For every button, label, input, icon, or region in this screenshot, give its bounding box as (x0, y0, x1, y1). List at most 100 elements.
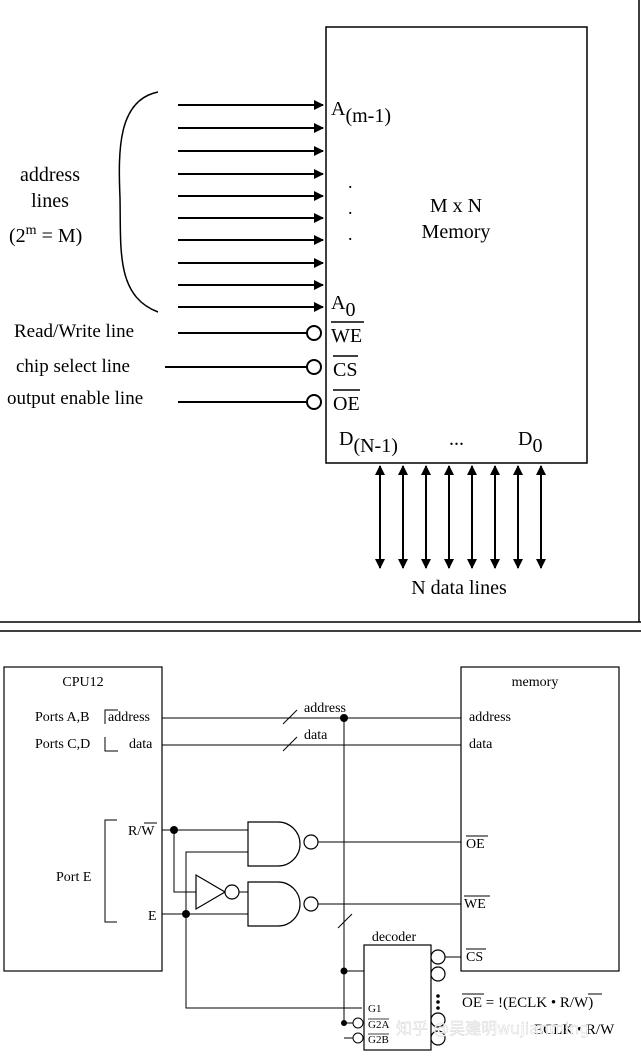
oe-nand-bubble (303, 834, 319, 850)
rw-pin-w: W (141, 824, 155, 839)
data-lines-label: N data lines (411, 577, 507, 599)
address-lines-label-2: lines (31, 190, 69, 212)
decoder-title: decoder (372, 930, 417, 945)
data-bus-slash (282, 736, 298, 752)
readwrite-line-label: Read/Write line (14, 321, 134, 342)
decoder-box (363, 944, 432, 1051)
cpu-address-pin: address (108, 710, 150, 725)
control-lines (165, 325, 322, 410)
rw-to-inverter (173, 830, 196, 893)
pin-a-low-base: A (331, 292, 346, 314)
memory-label: Memory (422, 221, 491, 243)
memory-title: memory (512, 675, 559, 690)
equation-oe-rhs-a: = !(ECLK • R/ (482, 995, 575, 1011)
cpu-data-pin: data (129, 737, 153, 752)
inverter-triangle (195, 873, 227, 911)
memory-chip-box (325, 26, 588, 464)
cpu-title: CPU12 (62, 675, 103, 690)
pin-d-low-sub: 0 (532, 435, 542, 457)
address-formula-sup: m (26, 223, 37, 238)
pin-a-high-base: A (331, 98, 346, 120)
address-bus-slash (282, 709, 298, 725)
decoder-output-bubble (430, 966, 446, 982)
inverter-bubble (224, 884, 240, 900)
pin-a-high-sub: (m-1) (345, 105, 391, 127)
address-dot-3: . (348, 224, 353, 244)
pin-oe: OE (333, 393, 360, 415)
we-nand-gate (247, 881, 301, 927)
e-pin: E (148, 909, 157, 924)
pin-d-low: D0 (518, 428, 542, 457)
pin-d-high: D(N-1) (339, 428, 398, 457)
pin-cs: CS (333, 359, 357, 381)
decoder-output-bubble-cs (430, 949, 446, 965)
cpu-box (3, 666, 163, 972)
pin-d-low-base: D (518, 428, 532, 450)
g2b-bubble (352, 1032, 364, 1044)
g2a-bubble (352, 1017, 364, 1029)
memory-box (460, 666, 620, 972)
address-formula: (2m = M) (9, 223, 82, 247)
address-arrows (178, 100, 324, 312)
equation-oe-rhs-w: W (574, 995, 589, 1011)
watermark: 知乎 @吴建明wujianming (396, 1019, 589, 1038)
mem-we-pin: WE (464, 897, 486, 912)
address-dot-2: . (348, 198, 353, 218)
ports-cd-label: Ports C,D (35, 737, 90, 752)
address-formula-close: = M) (37, 225, 83, 247)
mem-address-pin: address (469, 710, 511, 725)
we-nand-bubble (303, 896, 319, 912)
top-memory-interface-diagram: M x N Memory address lines (2m = M) A(m-… (0, 0, 641, 623)
bus-data-label: data (304, 728, 328, 743)
address-lines-label-1: address (20, 164, 80, 186)
decoder-ellipsis-dot (436, 1006, 440, 1010)
mem-cs-pin: CS (466, 950, 483, 965)
decoder-output-bubble (430, 1012, 446, 1028)
address-formula-open: (2 (9, 225, 26, 247)
we-inversion-bubble (306, 325, 322, 341)
cs-inversion-bubble (306, 359, 322, 375)
decoder-g2b: G2B (368, 1034, 389, 1046)
ports-ab-label: Ports A,B (35, 710, 89, 725)
decoder-g1: G1 (368, 1003, 381, 1015)
equation-oe-rhs-b: ) (588, 995, 593, 1011)
output-enable-line-label: output enable line (7, 388, 143, 409)
decoder-ellipsis-dot (436, 1000, 440, 1004)
e-to-g1 (185, 914, 362, 1009)
bus-address-label: address (304, 701, 346, 716)
pin-a-low: A0 (331, 292, 355, 321)
equation-we-fragment-w: W (600, 1022, 615, 1038)
e-to-oe-gate (185, 851, 248, 914)
ports-cd-bracket (104, 737, 118, 752)
port-e-bracket (104, 819, 117, 923)
decoder-ellipsis-dot (436, 994, 440, 998)
oe-nand-gate (247, 821, 301, 867)
address-brace (118, 91, 159, 313)
data-ellipsis: ... (449, 428, 464, 450)
pin-a-high: A(m-1) (331, 98, 391, 127)
decoder-output-bubble (430, 1030, 446, 1046)
rw-pin: R/W (128, 824, 155, 839)
decoder-address-slash (337, 913, 353, 929)
oe-inversion-bubble (306, 394, 322, 410)
address-dot-1: . (348, 172, 353, 192)
equation-we-fragment-a: ECLK • R/ (534, 1022, 601, 1038)
ports-ab-bracket (104, 709, 118, 724)
memory-size-label: M x N (430, 195, 482, 217)
equation-oe: OE = !(ECLK • R/W) (462, 995, 593, 1011)
bottom-cpu-memory-diagram: CPU12 Ports A,B Ports C,D address data P… (0, 630, 641, 1051)
decoder-g2a: G2A (368, 1019, 389, 1031)
pin-we: WE (331, 325, 362, 347)
equation-oe-lhs: OE (462, 995, 482, 1011)
mem-data-pin: data (469, 737, 493, 752)
equation-we-fragment: ECLK • R/W (534, 1022, 615, 1038)
pin-d-high-sub: (N-1) (353, 435, 397, 457)
pin-a-low-sub: 0 (345, 299, 355, 321)
mem-oe-pin: OE (466, 837, 485, 852)
port-e-label: Port E (56, 870, 91, 885)
rw-pin-r: R/ (128, 824, 141, 839)
pin-d-high-base: D (339, 428, 353, 450)
chip-select-line-label: chip select line (16, 356, 130, 377)
data-arrows (375, 465, 546, 569)
